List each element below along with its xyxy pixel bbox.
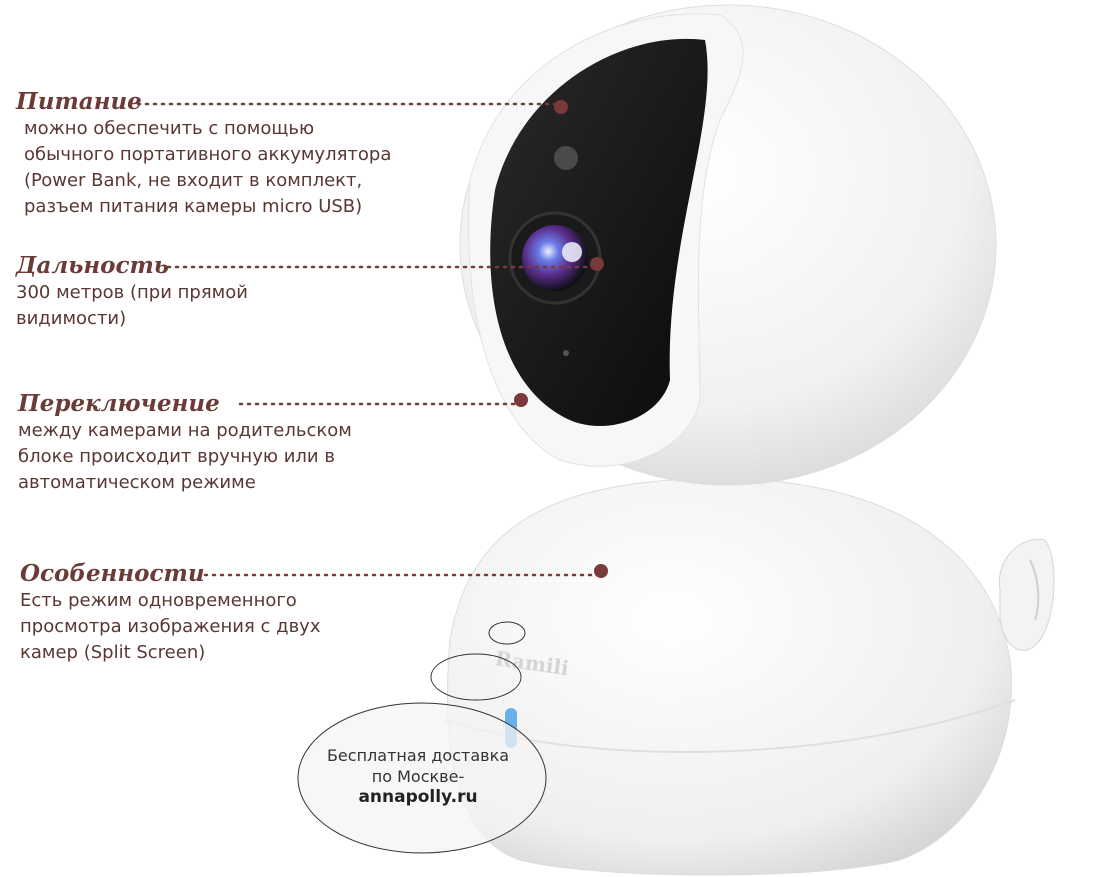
delivery-line-2: по Москве- (371, 767, 465, 786)
feature-power: Питание можно обеспечить с помощью обычн… (16, 88, 486, 220)
feature-title: Особенности (20, 560, 205, 587)
pointer-dot-power (554, 100, 568, 114)
microphone-hole (563, 350, 569, 356)
feature-switching: Переключение между камерами на родительс… (18, 390, 488, 496)
pointer-dot-range (590, 257, 604, 271)
camera-base (444, 477, 1055, 876)
feature-title: Переключение (18, 390, 220, 417)
feature-title: Дальность (16, 252, 169, 279)
feature-range: Дальность 300 метров (при прямой видимос… (16, 252, 486, 332)
feature-extras: Особенности Есть режим одновременного пр… (20, 560, 490, 666)
delivery-site-link[interactable]: annapolly.ru (358, 787, 478, 807)
feature-title: Питание (16, 88, 142, 115)
delivery-note: Бесплатная доставка по Москве- annapolly… (300, 745, 536, 808)
lens (522, 225, 588, 291)
feature-description: можно обеспечить с помощью обычного порт… (24, 118, 392, 217)
delivery-line-1: Бесплатная доставка (326, 746, 510, 765)
base-outline-small (488, 621, 526, 645)
pointer-dot-features (594, 564, 608, 578)
feature-description: между камерами на родительском блоке про… (18, 420, 352, 493)
ir-sensor (554, 146, 578, 170)
feature-description: 300 метров (при прямой видимости) (16, 282, 248, 329)
delivery-badge (297, 702, 547, 854)
leader-lines (136, 100, 608, 578)
pointer-dot-switch (514, 393, 528, 407)
feature-description: Есть режим одновременного просмотра изоб… (20, 590, 321, 663)
base-outline-large (430, 653, 522, 701)
camera-head (459, 4, 997, 486)
